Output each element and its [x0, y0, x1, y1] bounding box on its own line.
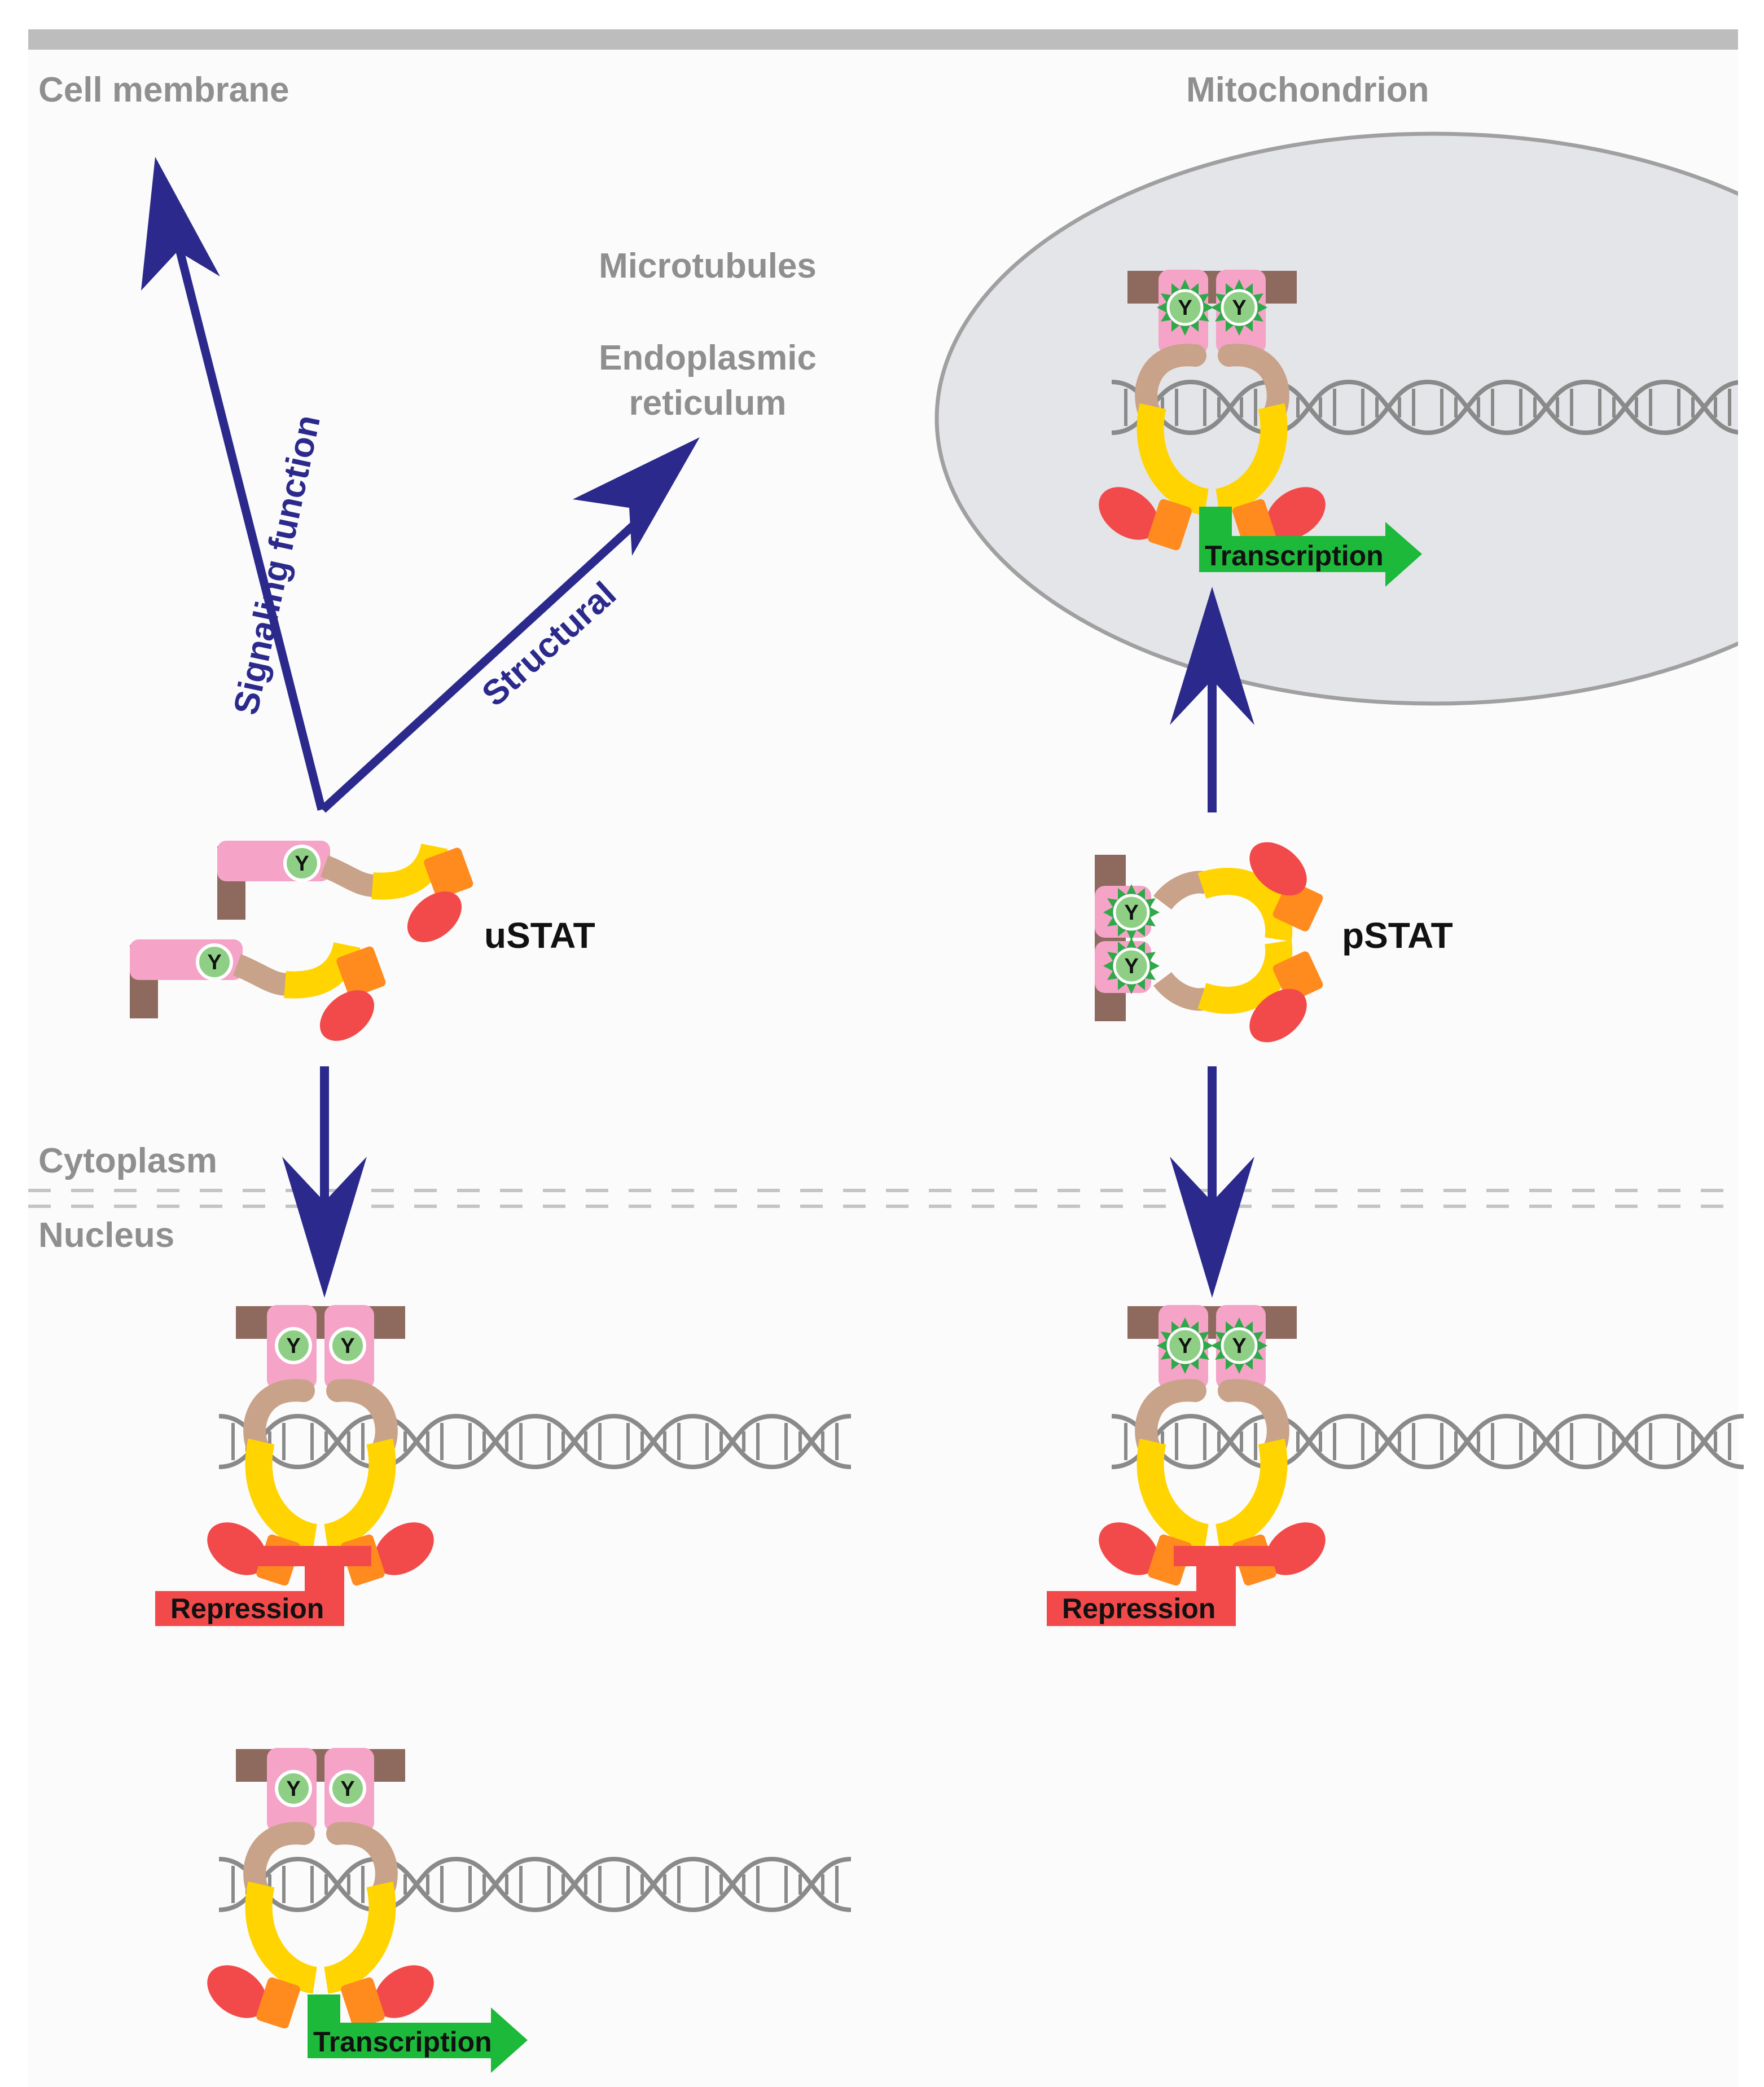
- pstat-repression-label: Repression: [1062, 1593, 1216, 1624]
- ustat-to-nucleus-arrow: [282, 1066, 367, 1298]
- pstat-dimer: Y Y: [1095, 842, 1323, 1043]
- endoplasmic-label: Endoplasmic: [599, 339, 817, 377]
- nucleus-transcription-arrow: Transcription: [308, 1994, 528, 2073]
- cell-membrane-label: Cell membrane: [38, 71, 289, 109]
- pstat-repression-marker: Repression: [1047, 1546, 1304, 1626]
- residue-y-label: Y: [1232, 296, 1246, 320]
- residue-y-label: Y: [1124, 955, 1138, 978]
- nucleus-label: Nucleus: [38, 1216, 174, 1255]
- residue-y-label: Y: [286, 1334, 300, 1358]
- residue-y-label: Y: [340, 1334, 354, 1358]
- pstat-to-mitochondrion-arrow: [1170, 587, 1254, 812]
- ustat-repression-label: Repression: [170, 1593, 324, 1624]
- cell-membrane-bar: [28, 29, 1738, 50]
- ustat-repression-marker: Repression: [155, 1546, 371, 1626]
- pstat-to-nucleus-arrow: [1170, 1066, 1254, 1298]
- residue-y-label: Y: [1232, 1334, 1246, 1358]
- structural-arrow: [319, 437, 700, 813]
- ustat-monomer-1: Y: [217, 841, 475, 952]
- microtubules-label: Microtubules: [599, 247, 817, 285]
- mito-transcription-label: Transcription: [1205, 540, 1384, 572]
- cytoplasm-label: Cytoplasm: [38, 1141, 217, 1180]
- nucleus-pstat-dimer-repression: Y Y: [1089, 1305, 1336, 1587]
- mito-pstat-dimer: Y Y: [1089, 270, 1336, 551]
- residue-y-label: Y: [1178, 1334, 1192, 1358]
- mito-transcription-arrow: Transcription: [1199, 507, 1422, 587]
- residue-y-label: Y: [207, 951, 221, 974]
- reticulum-label: reticulum: [629, 384, 786, 423]
- residue-y-label: Y: [340, 1777, 354, 1801]
- pstat-label: pSTAT: [1342, 915, 1453, 956]
- signaling-arrow: [141, 157, 326, 811]
- nuclear-envelope: [28, 1189, 1738, 1208]
- residue-y-label: Y: [1124, 901, 1138, 925]
- mitochondrion-label: Mitochondrion: [1186, 71, 1429, 109]
- ustat-monomer-2: Y: [130, 939, 387, 1051]
- residue-y-label: Y: [286, 1777, 300, 1801]
- residue-y-label: Y: [295, 852, 309, 876]
- nucleus-transcription-label: Transcription: [313, 2026, 492, 2058]
- residue-y-label: Y: [1178, 296, 1192, 320]
- nucleus-ustat-dimer-repression: Y Y: [198, 1305, 444, 1587]
- ustat-label: uSTAT: [484, 915, 595, 956]
- nucleus-ustat-dimer-transcription: Y Y: [198, 1748, 444, 2029]
